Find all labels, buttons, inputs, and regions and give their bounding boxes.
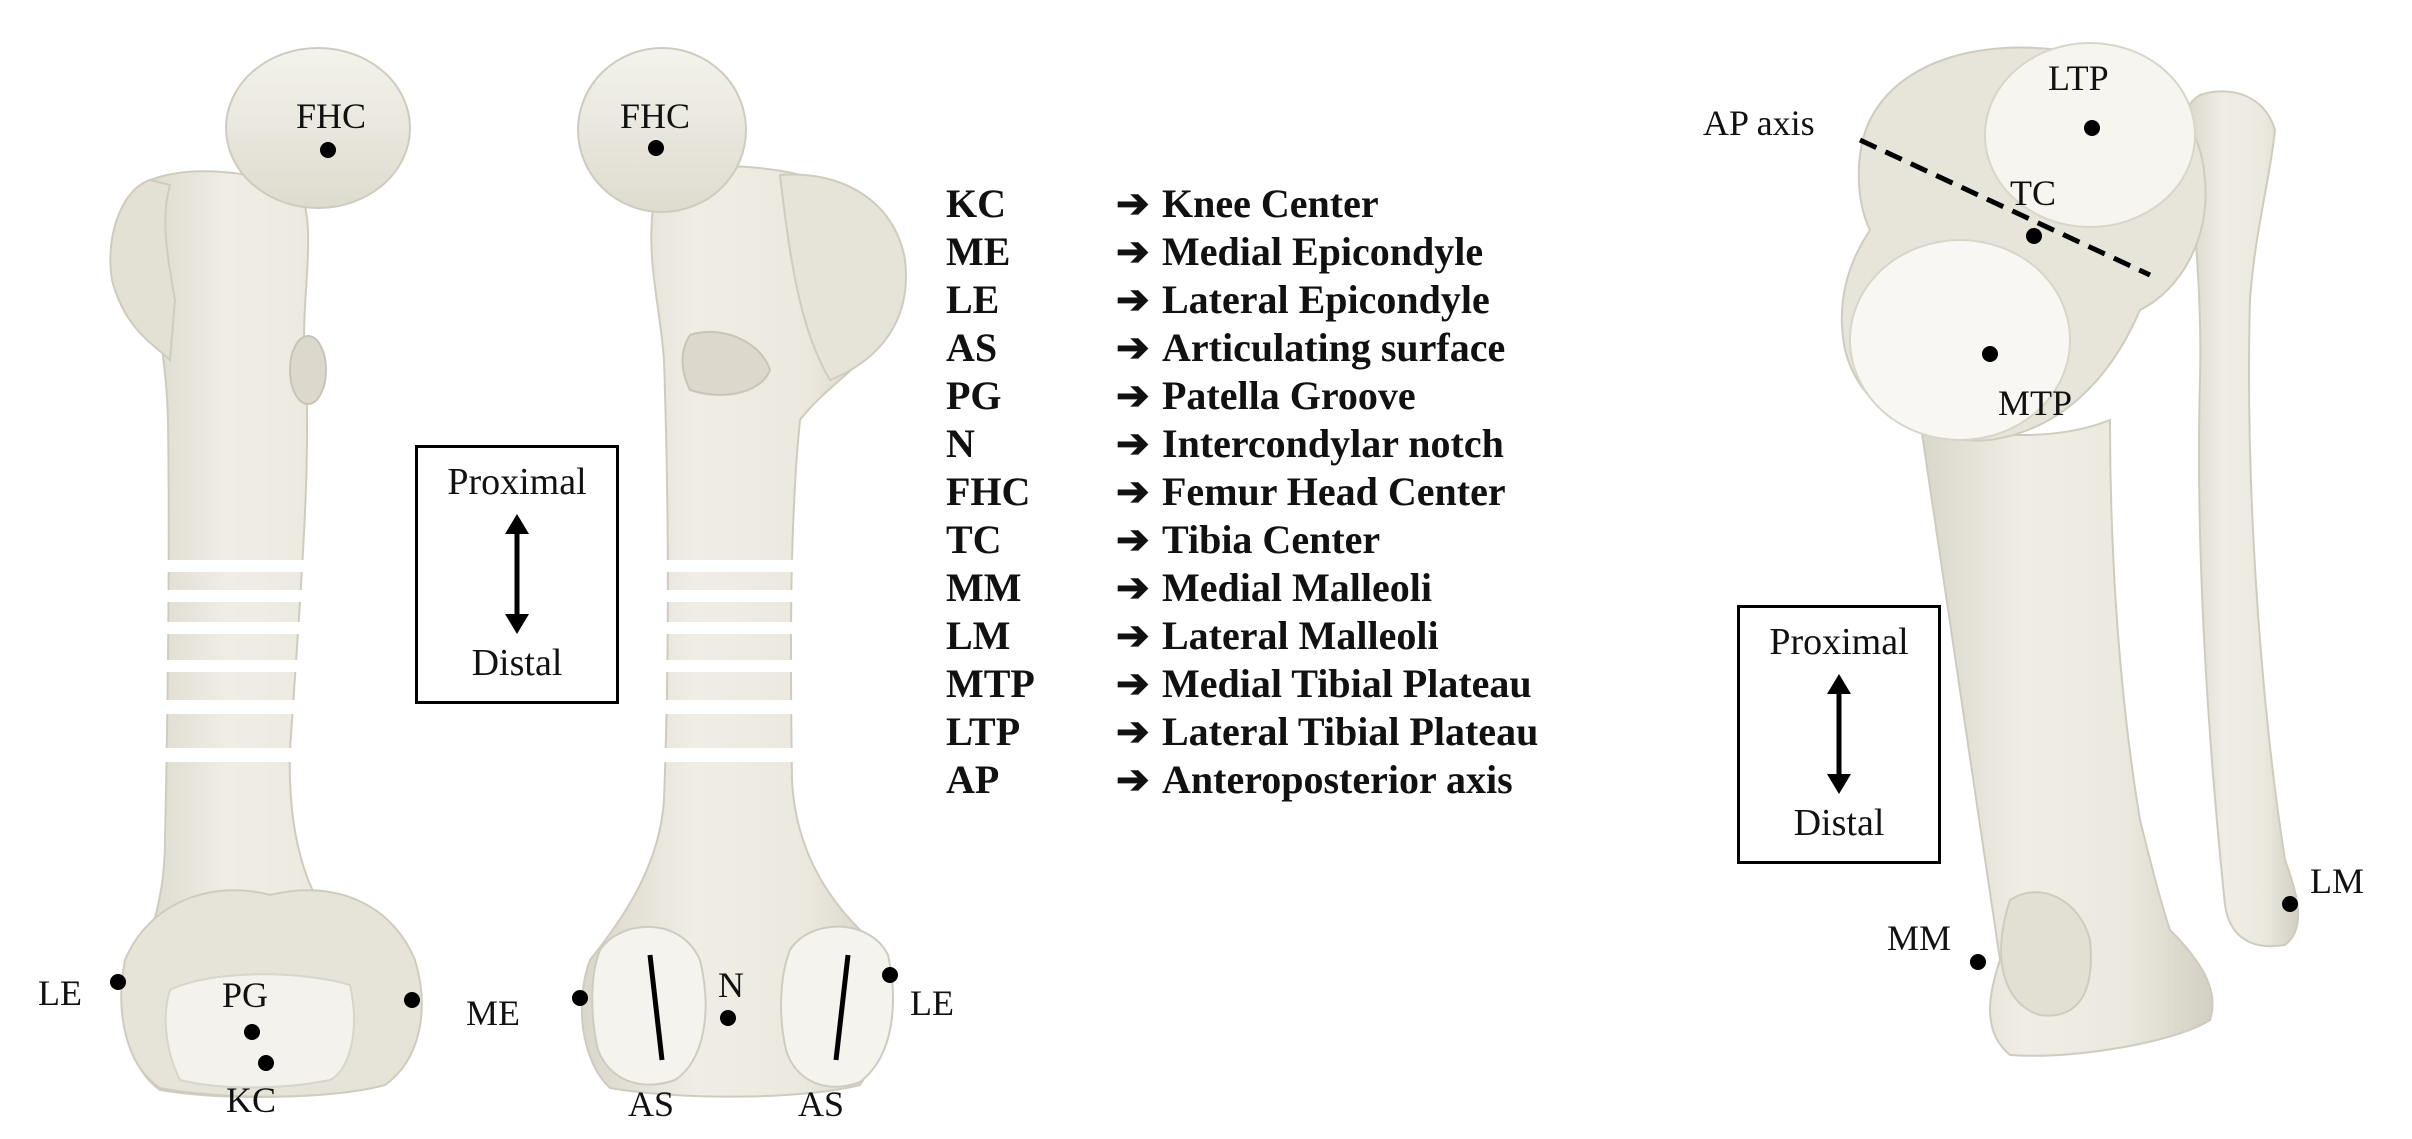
arrow-right-icon: ➔ xyxy=(1116,229,1150,274)
marker-mm xyxy=(1970,954,1986,970)
femur-anterior: FHC LE PG KC xyxy=(38,47,423,1120)
marker-lm xyxy=(2282,896,2298,912)
tibia-fibula: AP axis LTP TC MTP LM MM xyxy=(1703,42,2364,1057)
legend-abbr: TC xyxy=(946,517,1002,562)
ap-axis-line xyxy=(1858,137,2152,278)
label-fhc-anterior: FHC xyxy=(296,96,366,136)
arrow-right-icon: ➔ xyxy=(1116,709,1150,754)
as-line-right xyxy=(833,954,851,1061)
legend-term: Knee Center xyxy=(1162,181,1379,226)
legend-term: Lateral Epicondyle xyxy=(1162,277,1490,322)
double-arrow-icon xyxy=(1827,674,1851,794)
arrow-right-icon: ➔ xyxy=(1116,661,1150,706)
legend-abbr: LM xyxy=(946,613,1011,658)
femur-posterior-shaft-breaks xyxy=(650,560,830,762)
legend-abbr: MTP xyxy=(946,661,1035,706)
arrow-right-icon: ➔ xyxy=(1116,373,1150,418)
medial-tibial-plateau xyxy=(1849,239,2071,441)
double-arrow-icon xyxy=(505,514,529,634)
arrow-right-icon: ➔ xyxy=(1116,613,1150,658)
label-tc: TC xyxy=(2010,173,2056,213)
legend-term: Medial Tibial Plateau xyxy=(1162,661,1532,706)
label-as-left: AS xyxy=(628,1084,674,1124)
legend-term: Medial Epicondyle xyxy=(1162,229,1484,274)
legend-term: Articulating surface xyxy=(1162,325,1506,370)
legend-abbr: MM xyxy=(946,565,1022,610)
marker-le-anterior xyxy=(110,974,126,990)
marker-fhc-anterior xyxy=(320,142,336,158)
legend-abbr: PG xyxy=(946,373,1002,418)
label-kc: KC xyxy=(226,1080,276,1120)
direction-proximal-left: Proximal xyxy=(447,461,587,503)
legend-abbr: AP xyxy=(946,757,1000,802)
direction-box-left: Proximal Distal xyxy=(415,445,619,704)
fibula xyxy=(2182,90,2300,948)
legend-term: Femur Head Center xyxy=(1162,469,1506,514)
legend-term: Anteroposterior axis xyxy=(1162,757,1513,802)
label-mtp: MTP xyxy=(1998,383,2072,423)
legend-abbr: KC xyxy=(946,181,1006,226)
marker-kc xyxy=(258,1055,274,1071)
marker-mtp xyxy=(1982,346,1998,362)
legend-abbr: FHC xyxy=(946,469,1031,514)
legend-term: Lateral Tibial Plateau xyxy=(1162,709,1539,754)
arrow-right-icon: ➔ xyxy=(1116,325,1150,370)
legend-term: Lateral Malleoli xyxy=(1162,613,1439,658)
marker-tc xyxy=(2026,228,2042,244)
label-n: N xyxy=(718,965,744,1005)
femur-anterior-lesser-trochanter xyxy=(289,335,327,405)
femur-anterior-trochanter xyxy=(109,178,177,363)
label-me-posterior: ME xyxy=(466,993,520,1033)
label-le-posterior: LE xyxy=(910,983,954,1023)
legend-abbr: LTP xyxy=(946,709,1021,754)
femur-posterior: FHC ME N LE AS AS xyxy=(466,47,954,1124)
marker-ltp xyxy=(2084,120,2100,136)
label-ltp: LTP xyxy=(2048,58,2109,98)
marker-le-posterior xyxy=(882,967,898,983)
legend-abbr: AS xyxy=(946,325,998,370)
marker-fhc-posterior xyxy=(648,140,664,156)
label-le-anterior: LE xyxy=(38,973,82,1013)
label-pg: PG xyxy=(222,975,268,1015)
direction-box-right: Proximal Distal xyxy=(1737,605,1941,864)
legend-abbr: ME xyxy=(946,229,1011,274)
arrow-right-icon: ➔ xyxy=(1116,469,1150,514)
arrow-right-icon: ➔ xyxy=(1116,757,1150,802)
femur-posterior-head xyxy=(577,47,747,213)
femur-posterior-condyle-left xyxy=(591,925,707,1086)
femur-posterior-lesser-trochanter xyxy=(681,330,772,396)
label-mm: MM xyxy=(1887,918,1951,958)
label-fhc-posterior: FHC xyxy=(620,96,690,136)
direction-proximal-right: Proximal xyxy=(1769,621,1909,663)
direction-distal-left: Distal xyxy=(471,642,563,684)
arrow-right-icon: ➔ xyxy=(1116,181,1150,226)
medial-malleolus xyxy=(2000,891,2092,1017)
legend-abbr: N xyxy=(946,421,975,466)
femur-posterior-condyle-right xyxy=(780,925,894,1088)
direction-distal-right: Distal xyxy=(1793,802,1885,844)
legend-term: Medial Malleoli xyxy=(1162,565,1432,610)
arrow-right-icon: ➔ xyxy=(1116,277,1150,322)
tibia-shaft xyxy=(1918,418,2214,1057)
legend-term: Patella Groove xyxy=(1162,373,1416,418)
as-line-left xyxy=(647,954,665,1061)
label-as-right: AS xyxy=(798,1084,844,1124)
arrow-right-icon: ➔ xyxy=(1116,565,1150,610)
label-lm: LM xyxy=(2310,861,2364,901)
arrow-right-icon: ➔ xyxy=(1116,517,1150,562)
arrow-right-icon: ➔ xyxy=(1116,421,1150,466)
femur-posterior-trochanter xyxy=(778,173,907,382)
legend-abbr: LE xyxy=(946,277,1000,322)
marker-me-posterior xyxy=(572,990,588,1006)
marker-pg xyxy=(244,1024,260,1040)
marker-me-anterior xyxy=(404,992,420,1008)
legend-term: Tibia Center xyxy=(1162,517,1381,562)
femur-anterior-shaft-breaks xyxy=(150,560,330,762)
label-ap-axis: AP axis xyxy=(1703,103,1815,143)
legend-term: Intercondylar notch xyxy=(1162,421,1504,466)
marker-n xyxy=(720,1010,736,1026)
femur-anterior-head xyxy=(225,47,411,209)
